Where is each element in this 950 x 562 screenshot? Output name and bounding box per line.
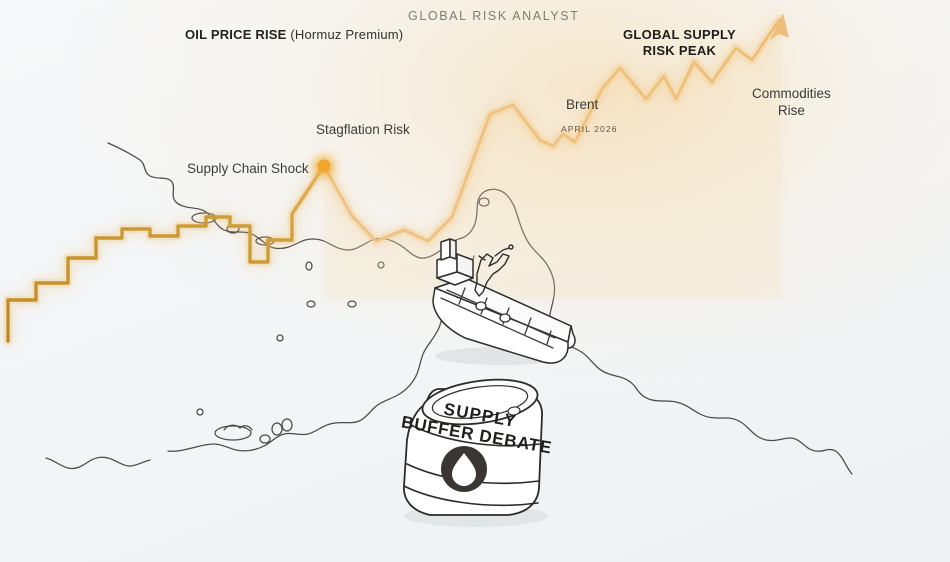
oil-price-rise-bold: OIL PRICE RISE bbox=[185, 27, 287, 42]
annotation-global-supply-risk-peak: GLOBAL SUPPLY RISK PEAK bbox=[623, 27, 736, 60]
trend-arrow-head bbox=[770, 13, 789, 40]
supply-chain-shock-marker bbox=[317, 159, 331, 173]
page-title: GLOBAL RISK ANALYST bbox=[408, 9, 580, 23]
annotation-brent: Brent bbox=[566, 97, 599, 112]
commodities-line1: Commodities bbox=[752, 86, 831, 101]
annotation-oil-price-rise: OIL PRICE RISE (Hormuz Premium) bbox=[185, 27, 403, 42]
global-supply-line1: GLOBAL SUPPLY bbox=[623, 27, 736, 42]
annotation-brent-date: APRIL 2026 bbox=[561, 124, 618, 134]
annotation-stagflation-risk: Stagflation Risk bbox=[316, 122, 410, 137]
oil-price-rise-regular: (Hormuz Premium) bbox=[290, 27, 404, 42]
annotation-commodities-rise: Commodities Rise bbox=[752, 86, 831, 120]
global-supply-risk-series bbox=[319, 13, 789, 246]
global-supply-line2: RISK PEAK bbox=[642, 43, 717, 59]
oil-drop-icon bbox=[441, 446, 487, 492]
commodities-line2: Rise bbox=[777, 102, 805, 118]
oil-price-rise-series bbox=[3, 161, 329, 346]
annotation-supply-chain-shock: Supply Chain Shock bbox=[187, 161, 309, 176]
